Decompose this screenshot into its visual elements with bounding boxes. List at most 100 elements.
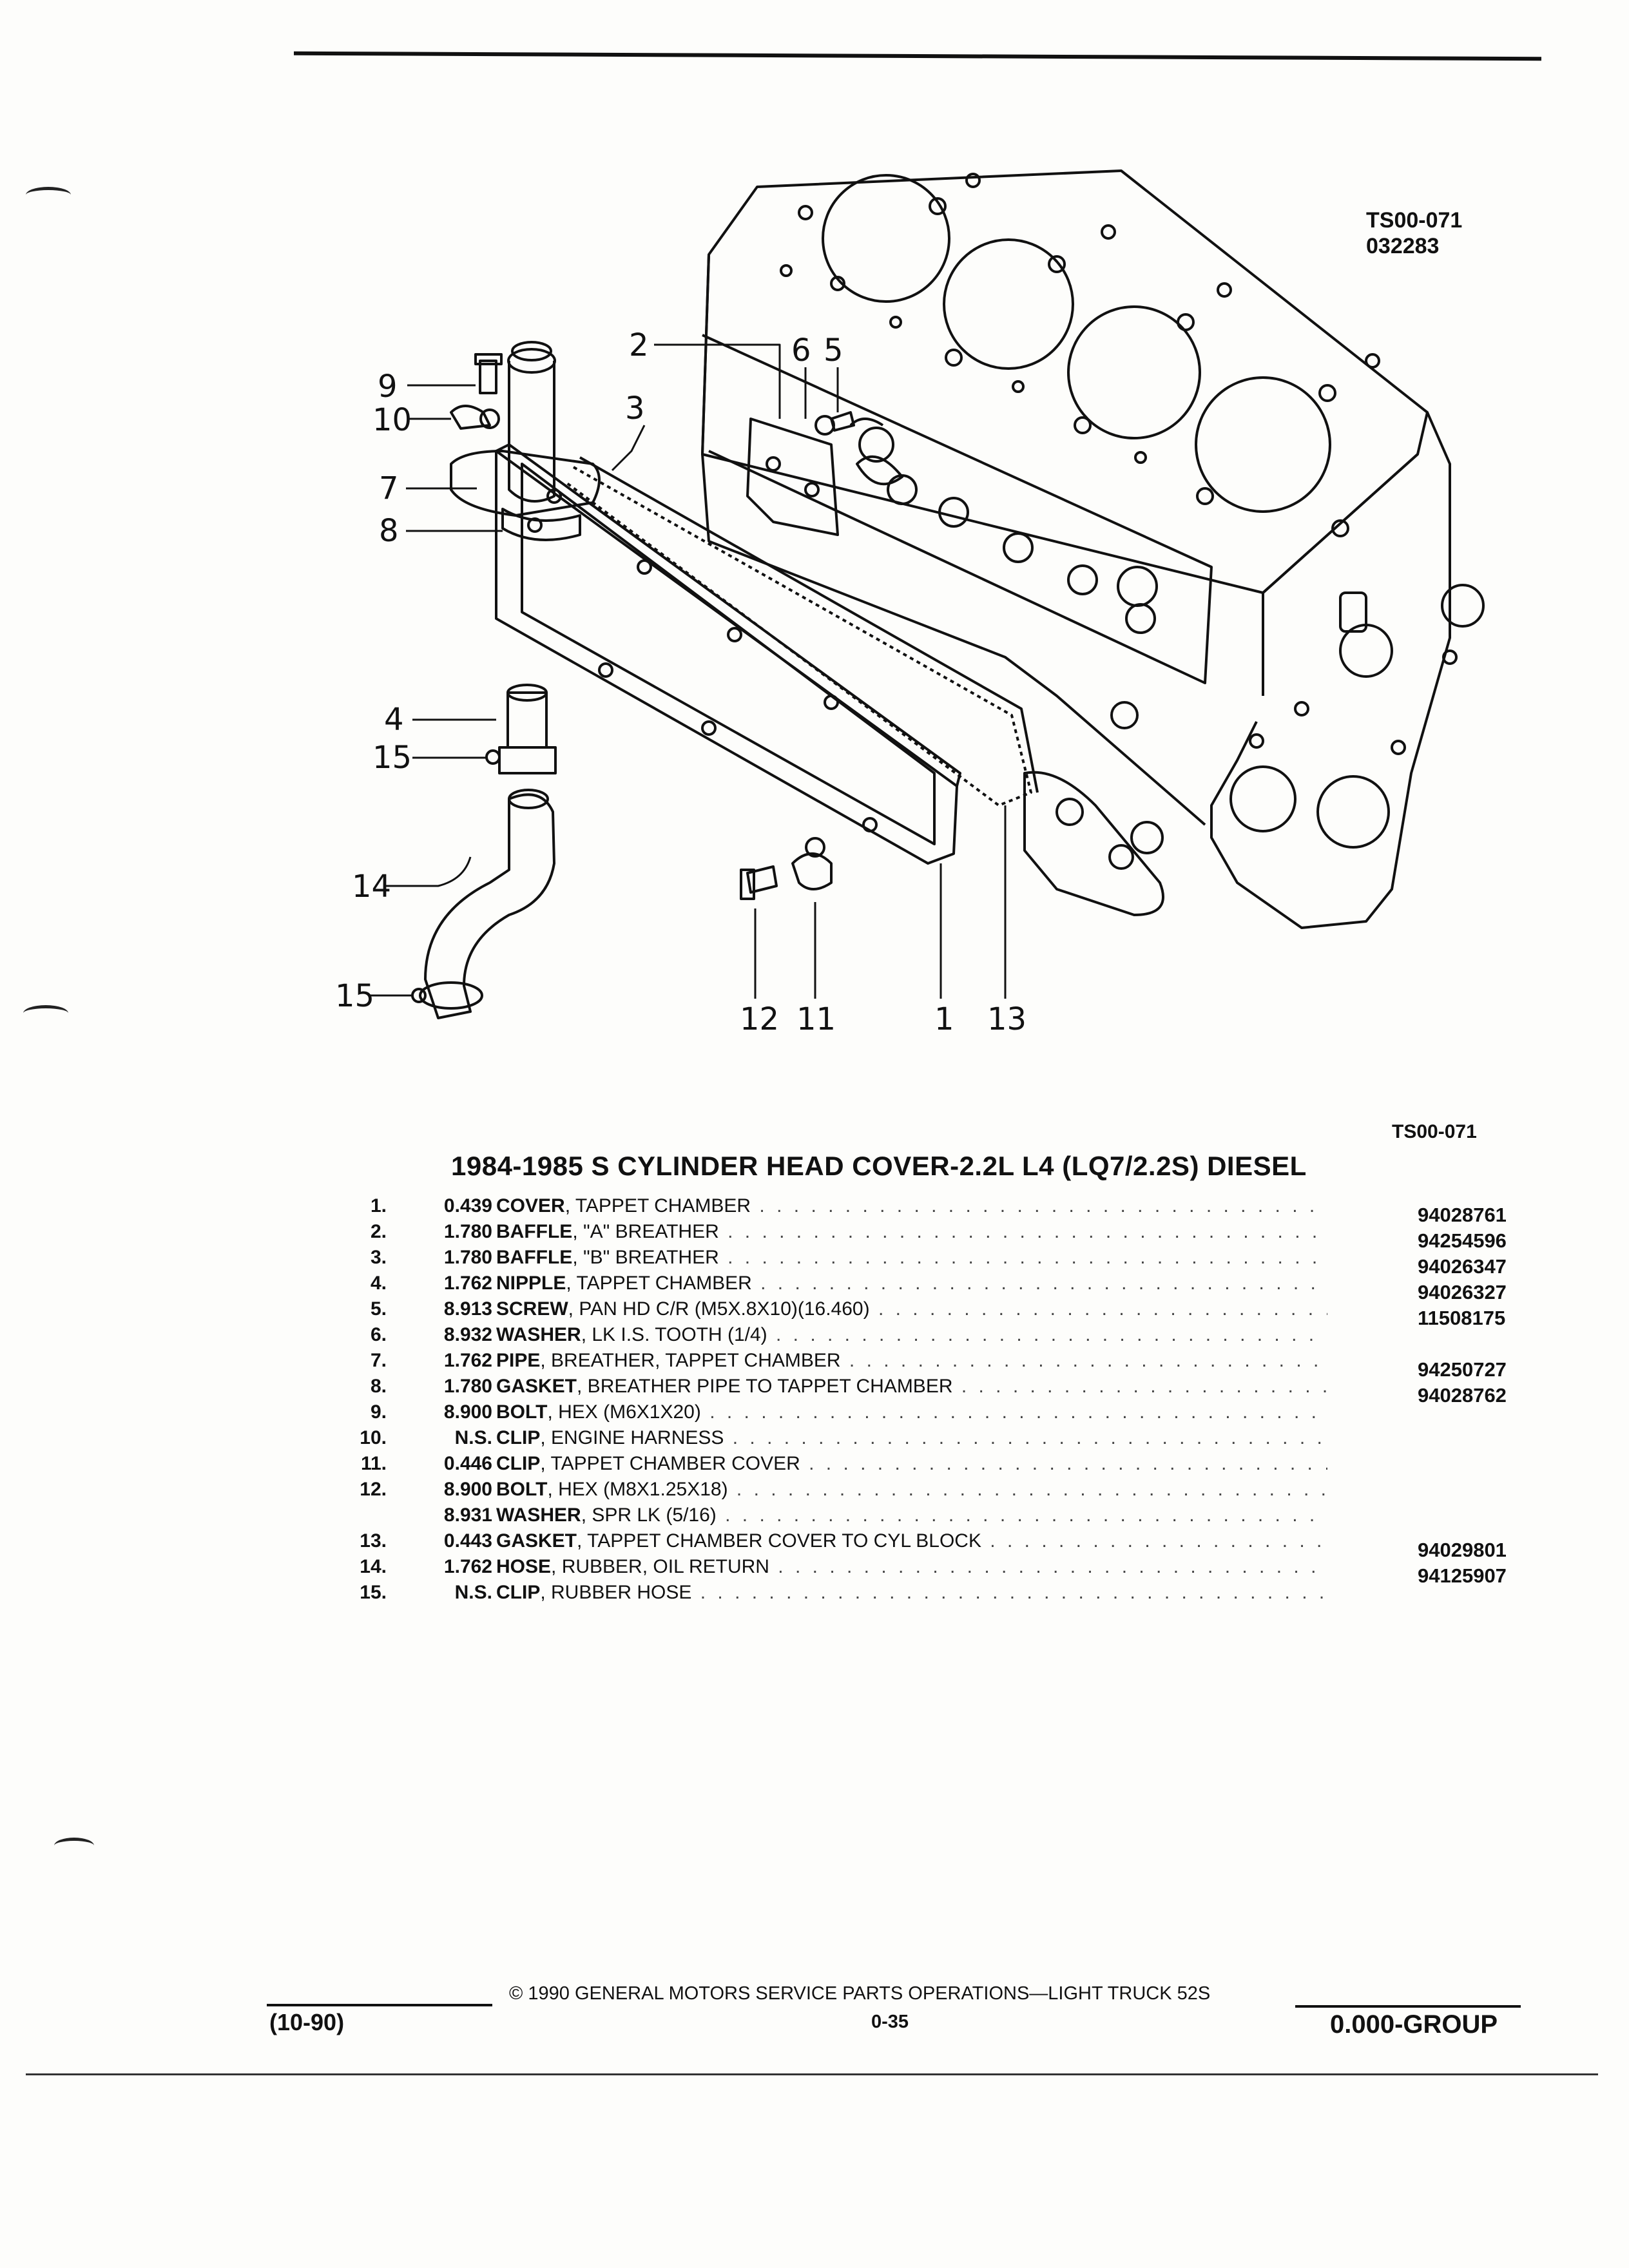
item-detail: , "A" BREATHER [572,1221,719,1242]
item-description: GASKET, BREATHER PIPE TO TAPPET CHAMBER … [496,1374,1327,1399]
item-detail: , BREATHER, TAPPET CHAMBER [540,1350,841,1371]
parts-list-title: 1984-1985 S CYLINDER HEAD COVER-2.2L L4 … [451,1151,1307,1181]
item-name: CLIP [496,1427,541,1448]
footer-rule-right [1295,2005,1521,2008]
group-number: 8.931 [443,1504,492,1526]
cylinder-block [701,169,1485,929]
item-description: BOLT, HEX (M6X1X20) . . . . . . . . . . … [496,1399,1327,1425]
group-number: 8.900 [443,1401,492,1423]
item-description: BAFFLE, "B" BREATHER . . . . . . . . . .… [496,1245,1327,1271]
drawing-date: 032283 [1366,234,1440,258]
part-number: 94028761 [1418,1204,1507,1226]
item-description: CLIP, TAPPET CHAMBER COVER . . . . . . .… [496,1451,1327,1477]
leader-dots: . . . . . . . . . . . . . . . . . . . . … [990,1530,1327,1552]
item-name: PIPE [496,1350,541,1371]
bottom-rule [26,2073,1598,2075]
leader-dots: . . . . . . . . . . . . . . . . . . . . … [778,1556,1327,1577]
item-number: 5. [370,1298,387,1320]
cover-gasket [566,456,1039,807]
item-number: 10. [360,1427,387,1448]
part-number: 11508175 [1418,1307,1506,1329]
item-detail: , TAPPET CHAMBER [566,1273,752,1294]
item-description: HOSE, RUBBER, OIL RETURN . . . . . . . .… [496,1554,1327,1580]
item-description: CLIP, RUBBER HOSE . . . . . . . . . . . … [496,1580,1327,1606]
item-detail: , TAPPET CHAMBER COVER [540,1453,800,1474]
leader-dots: . . . . . . . . . . . . . . . . . . . . … [759,1195,1327,1216]
item-name: BAFFLE [496,1247,573,1268]
part-number: 94026327 [1418,1281,1507,1303]
group-number: 8.932 [443,1324,492,1345]
group-number: 0.000-GROUP [1330,2010,1498,2039]
leader-dots: . . . . . . . . . . . . . . . . . . . . … [776,1324,1327,1345]
callout-7: 7 [379,470,399,506]
item-name: SCREW [496,1298,568,1320]
group-number: 8.913 [443,1298,492,1320]
leader-dots: . . . . . . . . . . . . . . . . . . . . … [736,1479,1327,1500]
scan-mark [23,1005,68,1021]
part-number: 94250727 [1418,1358,1507,1381]
item-name: BAFFLE [496,1221,573,1242]
item-description: SCREW, PAN HD C/R (M5X.8X10)(16.460) . .… [496,1296,1327,1322]
group-number: 1.780 [443,1247,492,1268]
leader-dots: . . . . . . . . . . . . . . . . . . . . … [728,1221,1327,1242]
part-number: 94125907 [1418,1564,1507,1587]
item-detail: , "B" BREATHER [572,1247,719,1268]
table-reference: TS00-071 [1392,1121,1477,1142]
item-description: WASHER, LK I.S. TOOTH (1/4) . . . . . . … [496,1322,1327,1348]
item-description: COVER, TAPPET CHAMBER . . . . . . . . . … [496,1193,1327,1219]
item-detail: , HEX (M6X1X20) [547,1401,701,1423]
leader-dots: . . . . . . . . . . . . . . . . . . . . … [878,1298,1327,1320]
item-number: 4. [370,1273,387,1294]
item-number: 1. [370,1195,387,1216]
leader-dots: . . . . . . . . . . . . . . . . . . . . … [709,1401,1327,1423]
revision-date: (10-90) [269,2009,345,2035]
item-detail: , BREATHER PIPE TO TAPPET CHAMBER [577,1376,953,1397]
group-number: 8.900 [443,1479,492,1500]
callout-5: 5 [824,332,843,369]
item-detail: , TAPPET CHAMBER COVER TO CYL BLOCK [577,1530,981,1552]
group-number: 0.439 [443,1195,492,1216]
group-number: 1.762 [443,1556,492,1577]
item-description: BOLT, HEX (M8X1.25X18) . . . . . . . . .… [496,1477,1327,1503]
table-row: 10. N.S.CLIP, ENGINE HARNESS . . . . . . … [335,1425,1534,1451]
callout-12: 12 [740,1001,780,1037]
item-description: CLIP, ENGINE HARNESS . . . . . . . . . .… [496,1425,1327,1451]
group-number: 0.443 [443,1530,492,1552]
item-description: WASHER, SPR LK (5/16) . . . . . . . . . … [496,1503,1327,1528]
group-number: 1.780 [443,1376,492,1397]
leader-dots: . . . . . . . . . . . . . . . . . . . . … [700,1582,1327,1603]
part-number: 94028762 [1418,1384,1507,1407]
leader-dots: . . . . . . . . . . . . . . . . . . . . … [760,1273,1327,1294]
part-number: 94254596 [1418,1229,1507,1252]
item-number: 11. [360,1453,387,1474]
callout-4: 4 [384,702,404,738]
item-description: BAFFLE, "A" BREATHER . . . . . . . . . .… [496,1219,1327,1245]
exploded-view-drawing [371,169,1485,1019]
scan-mark [26,187,71,203]
callout-6: 6 [791,332,811,369]
item-detail: , RUBBER HOSE [540,1582,692,1603]
group-number: N.S. [454,1427,492,1448]
item-description: GASKET, TAPPET CHAMBER COVER TO CYL BLOC… [496,1528,1327,1554]
item-number: 2. [370,1221,387,1242]
item-number: 13. [360,1530,387,1552]
item-name: COVER [496,1195,565,1216]
item-number: 3. [370,1247,387,1268]
item-detail: , LK I.S. TOOTH (1/4) [581,1324,767,1345]
item-detail: , RUBBER, OIL RETURN [551,1556,769,1577]
callout-2: 2 [629,327,649,363]
leader-dots: . . . . . . . . . . . . . . . . . . . . … [732,1427,1327,1448]
table-row: 15.N.S.CLIP, RUBBER HOSE . . . . . . . .… [335,1580,1534,1606]
drawing-id: TS00-071 [1366,208,1463,233]
hardware [450,353,855,900]
callout-10: 10 [372,402,412,438]
item-number: 7. [370,1350,387,1371]
